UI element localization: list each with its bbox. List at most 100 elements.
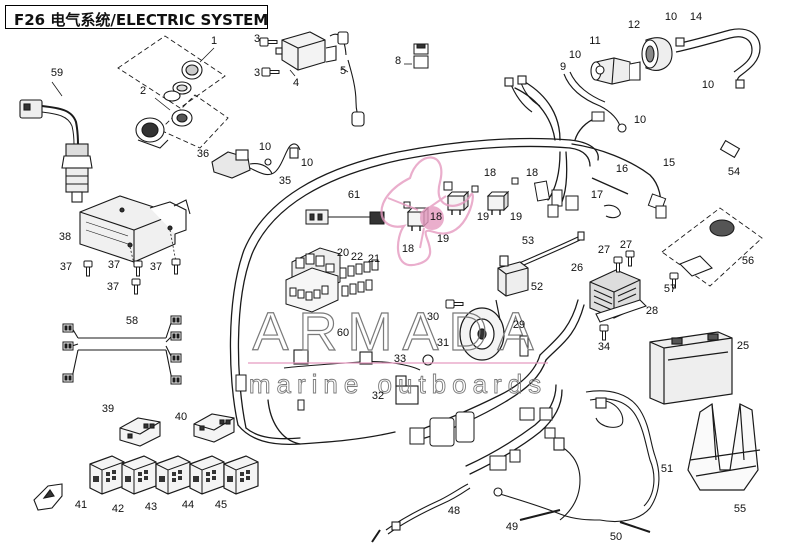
armada-watermark: ARMADA marine outboards (248, 156, 548, 399)
callout-label: 18 (484, 167, 496, 179)
callout-label: 49 (506, 521, 518, 533)
callout-label: 52 (531, 281, 543, 293)
callout-label: 8 (395, 55, 401, 67)
callout-label: 5 (340, 65, 346, 77)
callout-label: 33 (394, 353, 406, 365)
relay-8 (404, 43, 429, 69)
callout-label: 38 (59, 231, 71, 243)
callout-label: 60 (337, 327, 349, 339)
callout-label: 31 (437, 337, 449, 349)
callout-label: 48 (448, 505, 460, 517)
callout-label: 21 (368, 253, 380, 265)
battery-25 (649, 331, 733, 405)
sensor-59 (19, 81, 93, 203)
switch-panel-39 (119, 417, 161, 447)
callout-label: 37 (60, 261, 72, 273)
callout-label: 59 (51, 67, 63, 79)
callout-label: 12 (628, 19, 640, 31)
callout-label: 43 (145, 501, 157, 513)
callout-label: 10 (569, 49, 581, 61)
callout-label: 55 (734, 503, 746, 515)
switch-42 (121, 455, 157, 495)
ignition-switch-group (117, 35, 229, 149)
callout-label: 57 (664, 283, 676, 295)
switch-panel-40 (193, 413, 235, 443)
callout-label: 22 (351, 251, 363, 263)
callout-label: 34 (598, 341, 610, 353)
switch-43 (155, 455, 191, 495)
watermark-tagline: marine outboards (249, 369, 547, 399)
sensor-36-35 (211, 143, 301, 179)
harness-branches (504, 75, 741, 219)
callout-label: 37 (150, 261, 162, 273)
callout-label: 20 (337, 247, 349, 259)
lower-cables (283, 349, 660, 543)
callout-label: 37 (107, 281, 119, 293)
callout-label: 10 (702, 79, 714, 91)
callout-label: 50 (610, 531, 622, 543)
callout-label: 54 (728, 166, 740, 178)
callout-label: 3 (254, 33, 260, 45)
callout-label: 32 (372, 390, 384, 402)
battery-strap-55 (687, 402, 761, 491)
callout-label: 53 (522, 235, 534, 247)
watermark-brand: ARMADA (252, 302, 543, 362)
fuel-pump-group (563, 28, 761, 133)
callout-label: 19 (477, 211, 489, 223)
callout-label: 19 (437, 233, 449, 245)
arrow-symbol (33, 483, 63, 511)
callout-label: 35 (279, 175, 291, 187)
callout-label: 18 (526, 167, 538, 179)
callout-label: 41 (75, 499, 87, 511)
regulator-26-28 (589, 250, 648, 341)
diagram-title: F26 电气系统/ELECTRIC SYSTEM (14, 11, 269, 29)
bracket-56 (661, 207, 763, 289)
callout-label: 26 (571, 262, 583, 274)
callout-label: 40 (175, 411, 187, 423)
callout-label: 3 (254, 67, 260, 79)
callout-label: 37 (108, 259, 120, 271)
callout-label: 9 (560, 61, 566, 73)
callout-label: 44 (182, 499, 194, 511)
callout-label: 61 (348, 189, 360, 201)
callout-label: 18 (402, 243, 414, 255)
callout-label: 27 (620, 239, 632, 251)
harness-58 (62, 315, 182, 385)
switch-44 (189, 455, 225, 495)
cdi-unit-group (259, 31, 365, 127)
callout-label: 11 (589, 35, 600, 47)
callout-label: 10 (301, 157, 313, 169)
diagram-title-box: F26 电气系统/ELECTRIC SYSTEM (5, 5, 268, 29)
callout-label: 18 (430, 211, 442, 223)
callout-label: 39 (102, 403, 114, 415)
callout-label: 28 (646, 305, 658, 317)
callout-label: 42 (112, 503, 124, 515)
callout-label: 19 (510, 211, 522, 223)
switch-41 (89, 455, 125, 495)
switch-45 (223, 455, 259, 495)
fuse-box-20-22 (285, 247, 379, 313)
ecu-38 (79, 195, 191, 295)
callout-label: 36 (197, 148, 209, 160)
callout-label: 51 (661, 463, 673, 475)
callout-label: 1 (211, 35, 217, 47)
callout-label: 30 (427, 311, 439, 323)
connector-61 (305, 209, 385, 225)
horn-29 (445, 299, 505, 361)
callout-label: 29 (513, 319, 525, 331)
callout-label: 10 (259, 141, 271, 153)
callout-label: 10 (665, 11, 677, 23)
callout-label: 2 (140, 85, 146, 97)
callout-label: 16 (616, 163, 628, 175)
sensor-53-52 (497, 231, 585, 297)
callout-label: 25 (737, 340, 749, 352)
callout-label: 17 (591, 189, 603, 201)
callout-label: 58 (126, 315, 138, 327)
callout-label: 56 (742, 255, 754, 267)
callout-label: 10 (634, 114, 646, 126)
callout-label: 45 (215, 499, 227, 511)
callout-label: 4 (293, 77, 299, 89)
